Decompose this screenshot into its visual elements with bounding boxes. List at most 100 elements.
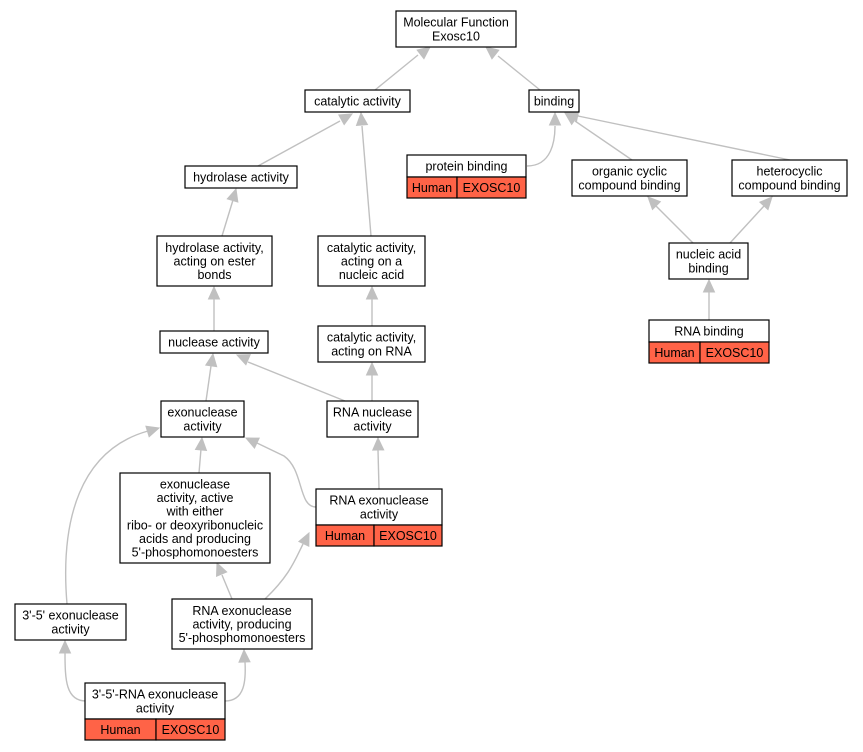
arrowhead [244, 437, 260, 450]
edge-line [64, 652, 87, 702]
node-label-line: RNA exonuclease [329, 494, 428, 508]
edge-line [221, 574, 233, 600]
node-box [326, 400, 419, 438]
node-label-line: 3'-5' exonuclease [22, 609, 119, 623]
edge-catalytic-to-root [374, 46, 431, 91]
arrowhead [58, 639, 72, 654]
node-box [14, 603, 127, 641]
arrowhead [758, 196, 773, 211]
node-box [315, 488, 443, 526]
edge-exo35-to-exonuclease [64, 425, 161, 605]
node-label-line: binding [688, 261, 728, 275]
edge-line [574, 120, 633, 161]
annotation-gene-cell [155, 718, 226, 741]
edge-line [497, 55, 541, 91]
edge-rna-exonuclease-to-rna-nuclease [371, 436, 385, 490]
node-label-line: acting on a [341, 255, 402, 269]
edge-line [655, 205, 694, 244]
arrowhead [355, 111, 369, 126]
annotation-gene: EXOSC10 [379, 529, 437, 543]
node-label-line: with either [166, 505, 224, 519]
node-label-line: catalytic activity, [327, 331, 416, 345]
edge-line [526, 125, 556, 167]
arrowhead [416, 46, 431, 60]
node-label-line: 5'-phosphomonoesters [179, 631, 306, 645]
edge-exonuclease-to-nuclease [204, 352, 218, 402]
node-catalytic[interactable]: catalytic activity [304, 89, 411, 113]
node-label-line: binding [534, 95, 574, 109]
node-label-line: catalytic activity, [327, 241, 416, 255]
node-label-line: bonds [197, 268, 231, 282]
annotation-gene: EXOSC10 [162, 723, 220, 737]
edge-rna-exo-producing-to-exo-active [216, 561, 233, 600]
arrowhead [548, 111, 562, 126]
node-label-line: activity [51, 622, 90, 636]
node-label-line: acting on RNA [331, 344, 412, 358]
edge-hydrolase-ester-to-hydrolase [221, 187, 239, 237]
node-box [317, 325, 426, 363]
node-box [160, 400, 245, 438]
arrowhead [647, 196, 662, 211]
node-box [317, 235, 426, 287]
edge-line [205, 365, 212, 402]
node-label-line: Molecular Function [403, 16, 509, 30]
edge-exo-active-to-exonuclease [194, 436, 208, 474]
edge-line [361, 125, 372, 237]
edge-catalytic-nucleic-to-catalytic [355, 111, 372, 237]
edge-catalytic-rna-to-catalytic-nucleic [365, 285, 379, 326]
edge-rna-exo35-to-exo35 [58, 639, 87, 702]
annotation-gene-cell [456, 176, 527, 199]
edge-rna-exo35-to-rna-exo-producing [224, 648, 251, 702]
edge-line [224, 661, 246, 702]
edge-rna-exonuclease-to-exonuclease [244, 437, 317, 508]
arrowhead [207, 285, 221, 300]
node-label-line: RNA binding [674, 325, 744, 339]
node-nuclease[interactable]: nuclease activity [159, 330, 269, 354]
arrowhead [365, 361, 379, 376]
annotation-species: Human [412, 181, 452, 195]
edge-line [729, 205, 765, 244]
node-hydrolase[interactable]: hydrolase activity [184, 165, 298, 189]
edge-binding-to-root [485, 46, 541, 91]
node-box [731, 159, 848, 197]
node-label-line: catalytic activity [314, 95, 402, 109]
arrowhead [216, 561, 228, 577]
node-label-line: protein binding [425, 160, 507, 174]
node-label-line: hydrolase activity [193, 171, 290, 185]
arrowhead [365, 285, 379, 300]
node-label-line: nucleic acid [339, 268, 404, 282]
node-box [395, 10, 517, 48]
edge-rna-exo-producing-to-rna-exonuclease [264, 531, 310, 600]
arrowhead [145, 425, 161, 438]
node-catalytic-rna[interactable]: catalytic activity,acting on RNA [317, 325, 426, 363]
node-box [184, 165, 298, 189]
node-box [159, 330, 269, 354]
arrowhead [485, 46, 500, 60]
node-binding[interactable]: binding [528, 89, 580, 113]
node-label-line: activity [353, 419, 392, 433]
arrowhead [194, 436, 208, 451]
edge-rna-binding-to-nucleic-binding [702, 278, 716, 320]
node-box [171, 598, 313, 650]
node-label-line: activity [360, 507, 399, 521]
node-label-line: organic cyclic [592, 165, 667, 179]
node-label-line: hydrolase activity, [165, 241, 263, 255]
arrowhead [235, 354, 251, 366]
edge-nuclease-to-hydrolase-ester [207, 285, 221, 331]
